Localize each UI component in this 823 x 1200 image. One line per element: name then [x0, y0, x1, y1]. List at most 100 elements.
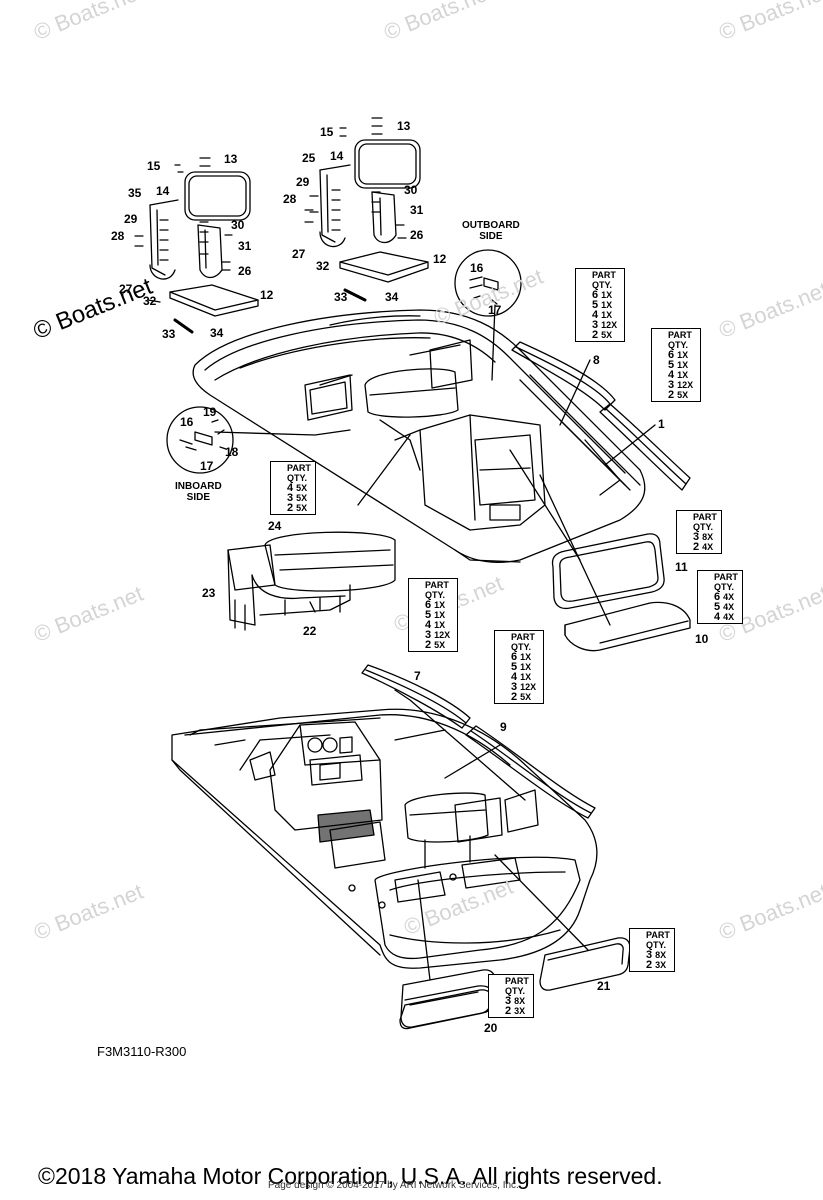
seat-cushion-right	[339, 251, 429, 283]
callout-12: 12	[433, 252, 447, 266]
qty-amount: 12X	[677, 380, 694, 390]
callout-17: 17	[200, 459, 214, 473]
pad-10	[564, 601, 691, 652]
callout-33: 33	[334, 290, 348, 304]
qty-ref-number: 5	[425, 609, 432, 621]
qty-amount: 5X	[601, 330, 613, 340]
callout-26: 26	[410, 228, 424, 242]
qty-ref-number: 4	[287, 482, 294, 494]
qty-amount: 5X	[520, 692, 532, 702]
qty-amount: 4X	[723, 612, 735, 622]
qty-ref-number: 2	[693, 541, 700, 553]
qty-header-qty: QTY.	[592, 280, 613, 290]
callout-19: 19	[203, 405, 217, 419]
inboard-side-label-line1: INBOARD	[175, 481, 222, 492]
copyright-notice: ©2018 Yamaha Motor Corporation, U.S.A. A…	[38, 1163, 663, 1189]
callout-14: 14	[156, 184, 170, 198]
qty-amount: 1X	[434, 600, 446, 610]
outboard-side-label-line2: SIDE	[479, 231, 503, 242]
qty-ref-number: 3	[425, 629, 432, 641]
callout-23: 23	[202, 586, 216, 600]
callout-14: 14	[330, 149, 344, 163]
upper-boat-hull	[192, 309, 646, 563]
rail-pad-7	[361, 664, 471, 729]
qty-header-qty: QTY.	[505, 986, 526, 996]
callout-11: 11	[675, 560, 688, 574]
callout-9: 9	[500, 720, 507, 734]
qty-amount: 8X	[702, 532, 714, 542]
qty-ref-number: 5	[511, 661, 518, 673]
qty-ref-number: 6	[714, 591, 721, 603]
callout-28: 28	[111, 229, 125, 243]
callout-13: 13	[397, 119, 411, 133]
callout-7: 7	[414, 669, 421, 683]
qty-ref-number: 4	[425, 619, 432, 631]
qty-header-qty: QTY.	[511, 642, 532, 652]
callout-20: 20	[484, 1021, 498, 1035]
qty-header-qty: QTY.	[646, 940, 667, 950]
qty-ref-number: 2	[287, 502, 294, 514]
qty-amount: 1X	[677, 370, 689, 380]
qty-amount: 5X	[296, 483, 308, 493]
qty-ref-number: 4	[511, 671, 518, 683]
qty-ref-number: 6	[668, 349, 675, 361]
callout-32: 32	[143, 294, 157, 308]
callout-32: 32	[316, 259, 330, 273]
outboard-detail-circle	[454, 249, 522, 317]
qty-amount: 5X	[296, 503, 308, 513]
qty-header-part: PART	[668, 330, 692, 340]
qty-ref-number: 5	[668, 359, 675, 371]
qty-amount: 12X	[434, 630, 451, 640]
qty-amount: 1X	[434, 620, 446, 630]
qty-amount: 1X	[677, 360, 689, 370]
qty-amount: 5X	[296, 493, 308, 503]
callout-13: 13	[224, 152, 238, 166]
callout-10: 10	[695, 632, 709, 646]
qty-amount: 8X	[514, 996, 526, 1006]
outboard-side-label: OUTBOARD SIDE	[462, 220, 520, 242]
callout-31: 31	[410, 203, 424, 217]
qty-header-part: PART	[287, 463, 311, 473]
qty-ref-number: 2	[668, 389, 675, 401]
qty-ref-number: 3	[646, 949, 653, 961]
callout-27: 27	[292, 247, 306, 261]
qty-ref-number: 2	[592, 329, 599, 341]
diagram-code: F3M3110-R300	[97, 1044, 187, 1059]
rail-pad-1	[599, 403, 691, 491]
callout-18: 18	[225, 445, 239, 459]
qty-ref-number: 3	[592, 319, 599, 331]
callout-26: 26	[238, 264, 252, 278]
qty-ref-number: 5	[714, 601, 721, 613]
qty-header-qty: QTY.	[693, 522, 714, 532]
rail-pad-9	[465, 725, 596, 819]
callout-34: 34	[210, 326, 224, 340]
qty-ref-number: 6	[425, 599, 432, 611]
